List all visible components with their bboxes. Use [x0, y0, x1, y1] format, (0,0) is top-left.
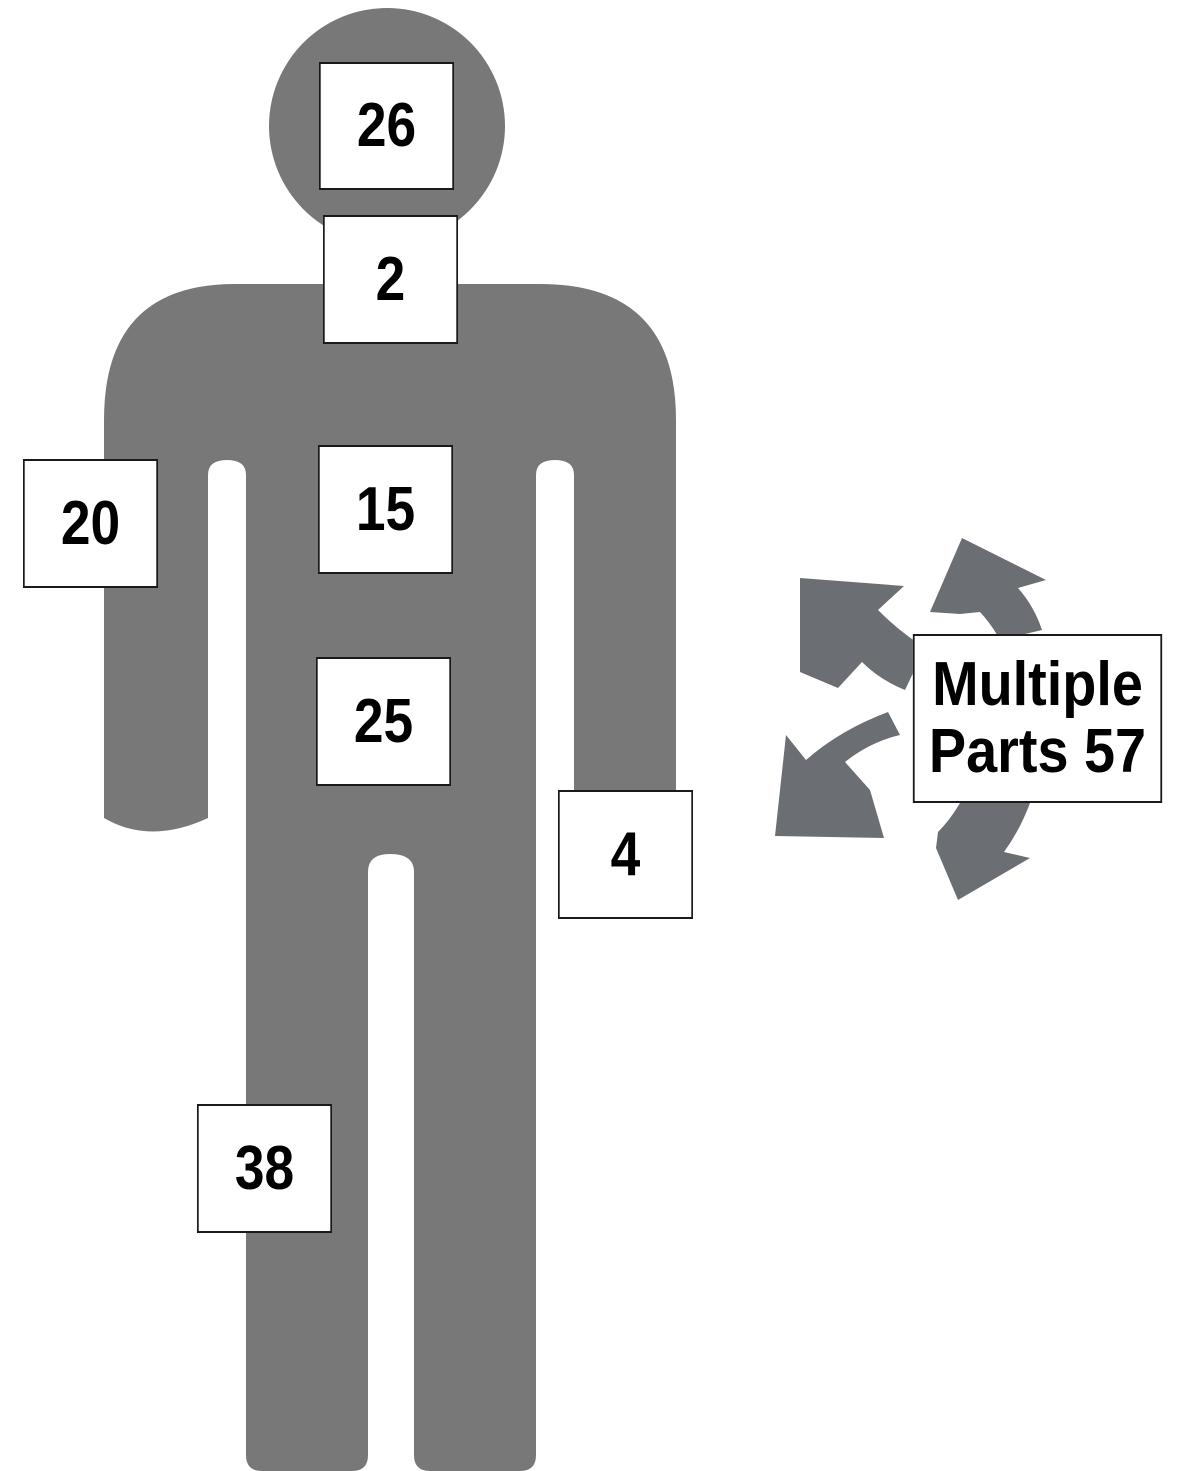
chest-count: 15	[355, 474, 416, 544]
arrow-down-right	[936, 803, 1030, 900]
multi-direction-arrows-icon	[775, 538, 1046, 900]
arm-count-box: 20	[22, 459, 159, 588]
chest-count-box: 15	[317, 445, 454, 574]
leg-count: 38	[234, 1133, 295, 1203]
arm-count: 20	[60, 488, 121, 558]
arrow-up-right	[930, 538, 1046, 640]
arrow-up-left	[800, 578, 925, 690]
arrow-down-left	[775, 712, 900, 838]
hand-count: 4	[610, 819, 641, 889]
multiple-parts-box: Multiple Parts 57	[912, 634, 1163, 803]
abdomen-count: 25	[353, 686, 414, 756]
neck-count: 2	[375, 244, 406, 314]
multiple-parts-line1: Multiple	[932, 649, 1143, 719]
abdomen-count-box: 25	[315, 657, 452, 786]
leg-count-box: 38	[196, 1104, 333, 1233]
multiple-parts-line2: Parts 57	[928, 716, 1147, 786]
hand-count-box: 4	[557, 790, 694, 919]
neck-count-box: 2	[322, 215, 459, 344]
head-count-box: 26	[318, 62, 455, 190]
head-count: 26	[356, 91, 417, 160]
